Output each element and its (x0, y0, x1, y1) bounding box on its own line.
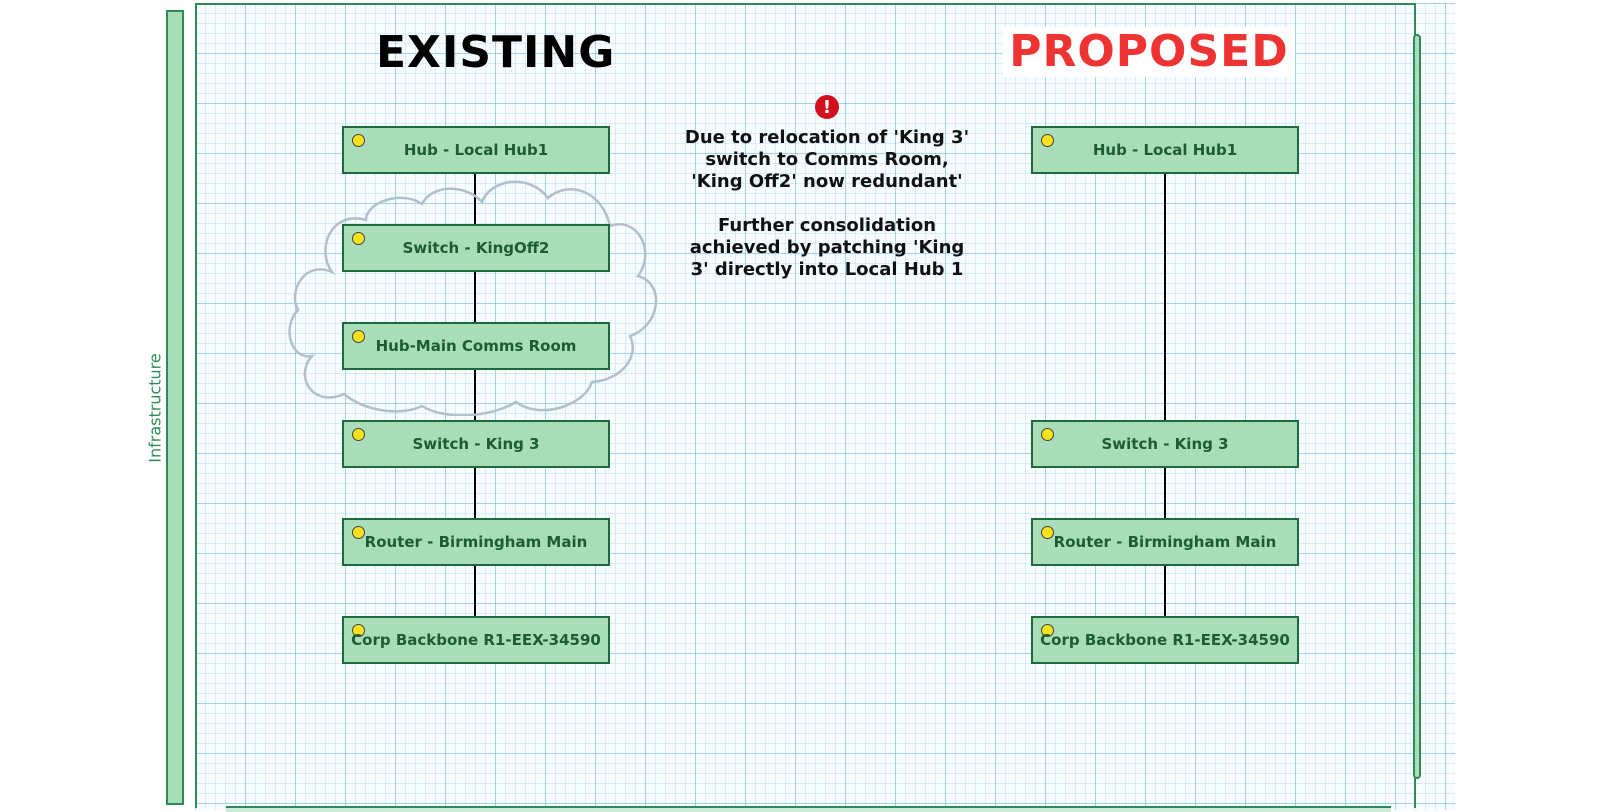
node-label: Hub - Local Hub1 (1092, 141, 1238, 159)
status-dot-icon (1041, 526, 1054, 539)
proposed-node-corp-backbone[interactable]: Corp Backbone R1-EEX-34590 (1031, 616, 1299, 664)
swimlane-label-text: Infrastructure (145, 353, 165, 463)
proposed-node-local-hub1[interactable]: Hub - Local Hub1 (1031, 126, 1299, 174)
proposed-node-router-birmingham[interactable]: Router - Birmingham Main (1031, 518, 1299, 566)
proposed-node-king3[interactable]: Switch - King 3 (1031, 420, 1299, 468)
proposed-heading: PROPOSED (1003, 27, 1295, 77)
status-dot-icon (352, 330, 365, 343)
node-label: Corp Backbone R1-EEX-34590 (1040, 631, 1290, 649)
node-label: Corp Backbone R1-EEX-34590 (351, 631, 601, 649)
status-dot-icon (352, 624, 365, 637)
existing-node-main-comms-room[interactable]: Hub-Main Comms Room (342, 322, 610, 370)
proposed-connector-upper (1164, 172, 1166, 422)
revision-cloud-outline (288, 180, 658, 416)
node-label: Hub-Main Comms Room (375, 337, 577, 355)
status-dot-icon (352, 428, 365, 441)
existing-node-router-birmingham[interactable]: Router - Birmingham Main (342, 518, 610, 566)
existing-node-corp-backbone[interactable]: Corp Backbone R1-EEX-34590 (342, 616, 610, 664)
annotation-relocation: Due to relocation of 'King 3' switch to … (684, 127, 970, 192)
existing-node-kingoff2[interactable]: Switch - KingOff2 (342, 224, 610, 272)
node-label: Router - Birmingham Main (364, 533, 588, 551)
status-dot-icon (352, 232, 365, 245)
node-label: Switch - King 3 (412, 435, 540, 453)
status-dot-icon (1041, 134, 1054, 147)
frame-resize-handle[interactable] (1413, 34, 1421, 779)
swimlane-bar[interactable] (166, 10, 184, 805)
existing-node-local-hub1[interactable]: Hub - Local Hub1 (342, 126, 610, 174)
frame-bottom-edge (226, 806, 1391, 812)
existing-connector (474, 172, 476, 618)
status-dot-icon (352, 134, 365, 147)
node-label: Hub - Local Hub1 (403, 141, 549, 159)
revision-cloud (288, 180, 658, 416)
existing-heading: EXISTING (376, 27, 616, 78)
annotation-consolidation: Further consolidation achieved by patchi… (689, 215, 965, 280)
status-dot-icon (1041, 624, 1054, 637)
alert-icon: ! (815, 95, 839, 119)
node-label: Switch - King 3 (1101, 435, 1229, 453)
existing-node-king3[interactable]: Switch - King 3 (342, 420, 610, 468)
status-dot-icon (352, 526, 365, 539)
node-label: Router - Birmingham Main (1053, 533, 1277, 551)
node-label: Switch - KingOff2 (402, 239, 550, 257)
status-dot-icon (1041, 428, 1054, 441)
